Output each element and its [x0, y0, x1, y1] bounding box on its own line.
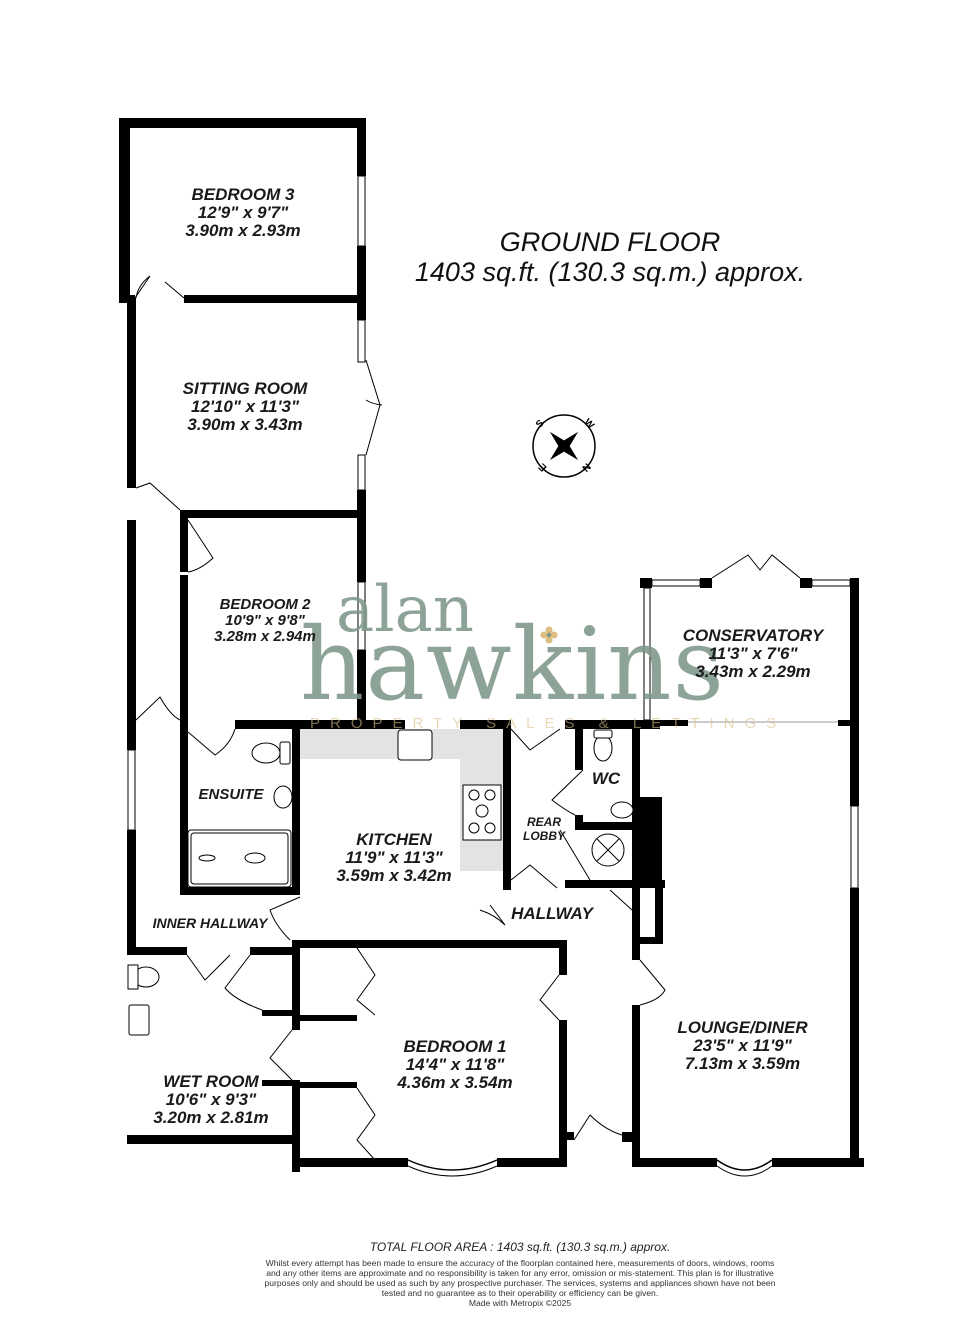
room-hallway: HALLWAY — [511, 904, 593, 923]
kitchen-fixtures — [397, 729, 502, 841]
bathroom-fixtures — [127, 729, 634, 1036]
room-conservatory: CONSERVATORY 11'3" x 7'6" 3.43m x 2.29m — [682, 626, 824, 681]
floor-area: 1403 sq.ft. (130.3 sq.m.) approx. — [414, 256, 806, 287]
floor-name: GROUND FLOOR — [499, 227, 721, 257]
watermark-flower-icon — [540, 626, 558, 644]
room-bedroom-3: BEDROOM 3 12'9" x 9'7" 3.90m x 2.93m — [185, 185, 301, 240]
room-bedroom-1: BEDROOM 1 14'4" x 11'8" 4.36m x 3.54m — [397, 1037, 513, 1092]
door-swings — [134, 275, 801, 1161]
compass-rose-icon: S W E N — [532, 414, 597, 478]
footer: TOTAL FLOOR AREA : 1403 sq.ft. (130.3 sq… — [260, 1240, 780, 1308]
svg-text:W: W — [582, 417, 597, 432]
room-ensuite: ENSUITE — [198, 786, 264, 803]
made-with-credit: Made with Metropix ©2025 — [468, 1298, 572, 1309]
room-rear-lobby: REAR LOBBY — [523, 815, 565, 843]
floor-title: GROUND FLOOR 1403 sq.ft. (130.3 sq.m.) a… — [380, 227, 840, 287]
total-floor-area: TOTAL FLOOR AREA : 1403 sq.ft. (130.3 sq… — [369, 1240, 671, 1254]
room-sitting-room: SITTING ROOM 12'10" x 11'3" 3.90m x 3.43… — [182, 379, 308, 434]
room-lounge-diner: LOUNGE/DINER 23'5" x 11'9" 7.13m x 3.59m — [677, 1018, 808, 1073]
room-kitchen: KITCHEN 11'9" x 11'3" 3.59m x 3.42m — [336, 830, 452, 885]
windows — [127, 175, 859, 889]
room-bedroom-2: BEDROOM 2 10'9" x 9'8" 3.28m x 2.94m — [214, 596, 316, 645]
walls — [119, 118, 864, 1172]
svg-text:S: S — [534, 418, 547, 431]
room-wc: WC — [591, 769, 621, 788]
disclaimer: Whilst every attempt has been made to en… — [264, 1258, 776, 1299]
room-wet-room: WET ROOM 10'6" x 9'3" 3.20m x 2.81m — [153, 1072, 269, 1127]
room-inner-hallway: INNER HALLWAY — [152, 915, 268, 931]
